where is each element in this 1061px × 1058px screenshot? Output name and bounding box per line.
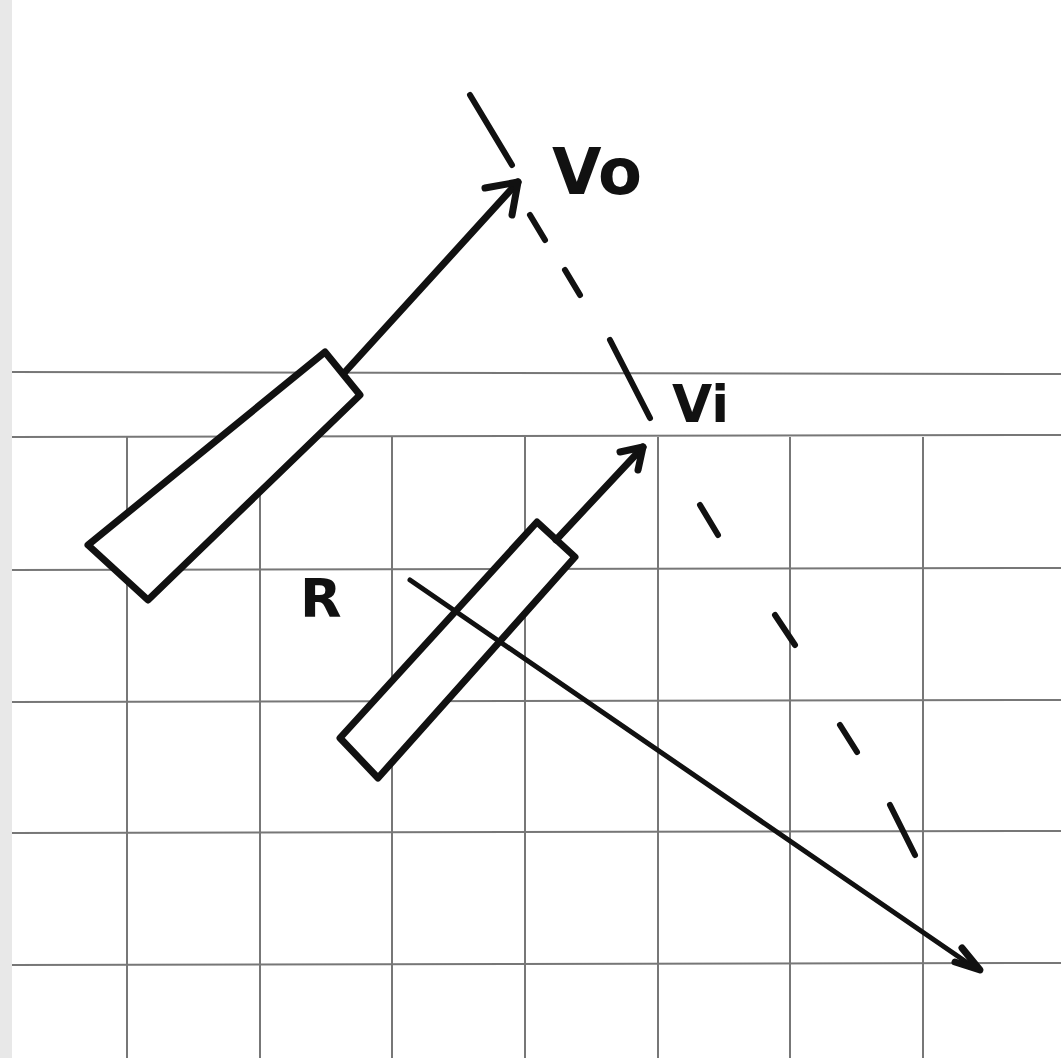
label-text: R (300, 572, 342, 626)
label-text: Vo (552, 140, 642, 204)
label-text: Vi (672, 378, 729, 430)
arrow-head (485, 182, 518, 215)
object-arrow (345, 182, 518, 372)
object-drawing (88, 182, 980, 970)
dashed-line (470, 95, 915, 855)
arrow-head (620, 447, 643, 470)
image-bar (340, 522, 575, 778)
arrow-head (955, 948, 980, 970)
image-arrow (556, 447, 643, 540)
ray-line (410, 580, 975, 968)
page-margin (0, 0, 12, 1058)
object-bar (88, 352, 360, 600)
